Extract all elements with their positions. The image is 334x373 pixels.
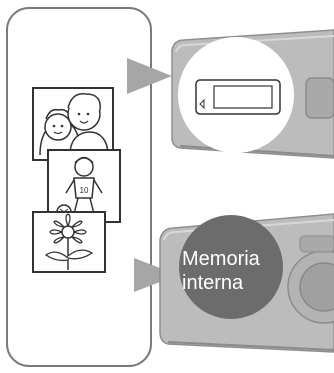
- internal-memory-label: Memoria interna: [182, 247, 282, 295]
- internal-memory-line2: interna: [182, 272, 244, 294]
- arrow-top-icon: [127, 58, 172, 94]
- soccer-player-icon: 10: [47, 149, 121, 223]
- memory-stick-icon: [195, 79, 281, 115]
- internal-memory-disc: [179, 215, 283, 319]
- svg-text:10: 10: [80, 186, 89, 195]
- children-icon: [32, 87, 114, 161]
- arrow-bottom-icon: [134, 258, 178, 292]
- bottom-camera-icon: [159, 213, 334, 353]
- flower-icon: [32, 211, 106, 273]
- top-camera-icon: [171, 29, 334, 159]
- internal-memory-line1: Memoria: [182, 248, 260, 270]
